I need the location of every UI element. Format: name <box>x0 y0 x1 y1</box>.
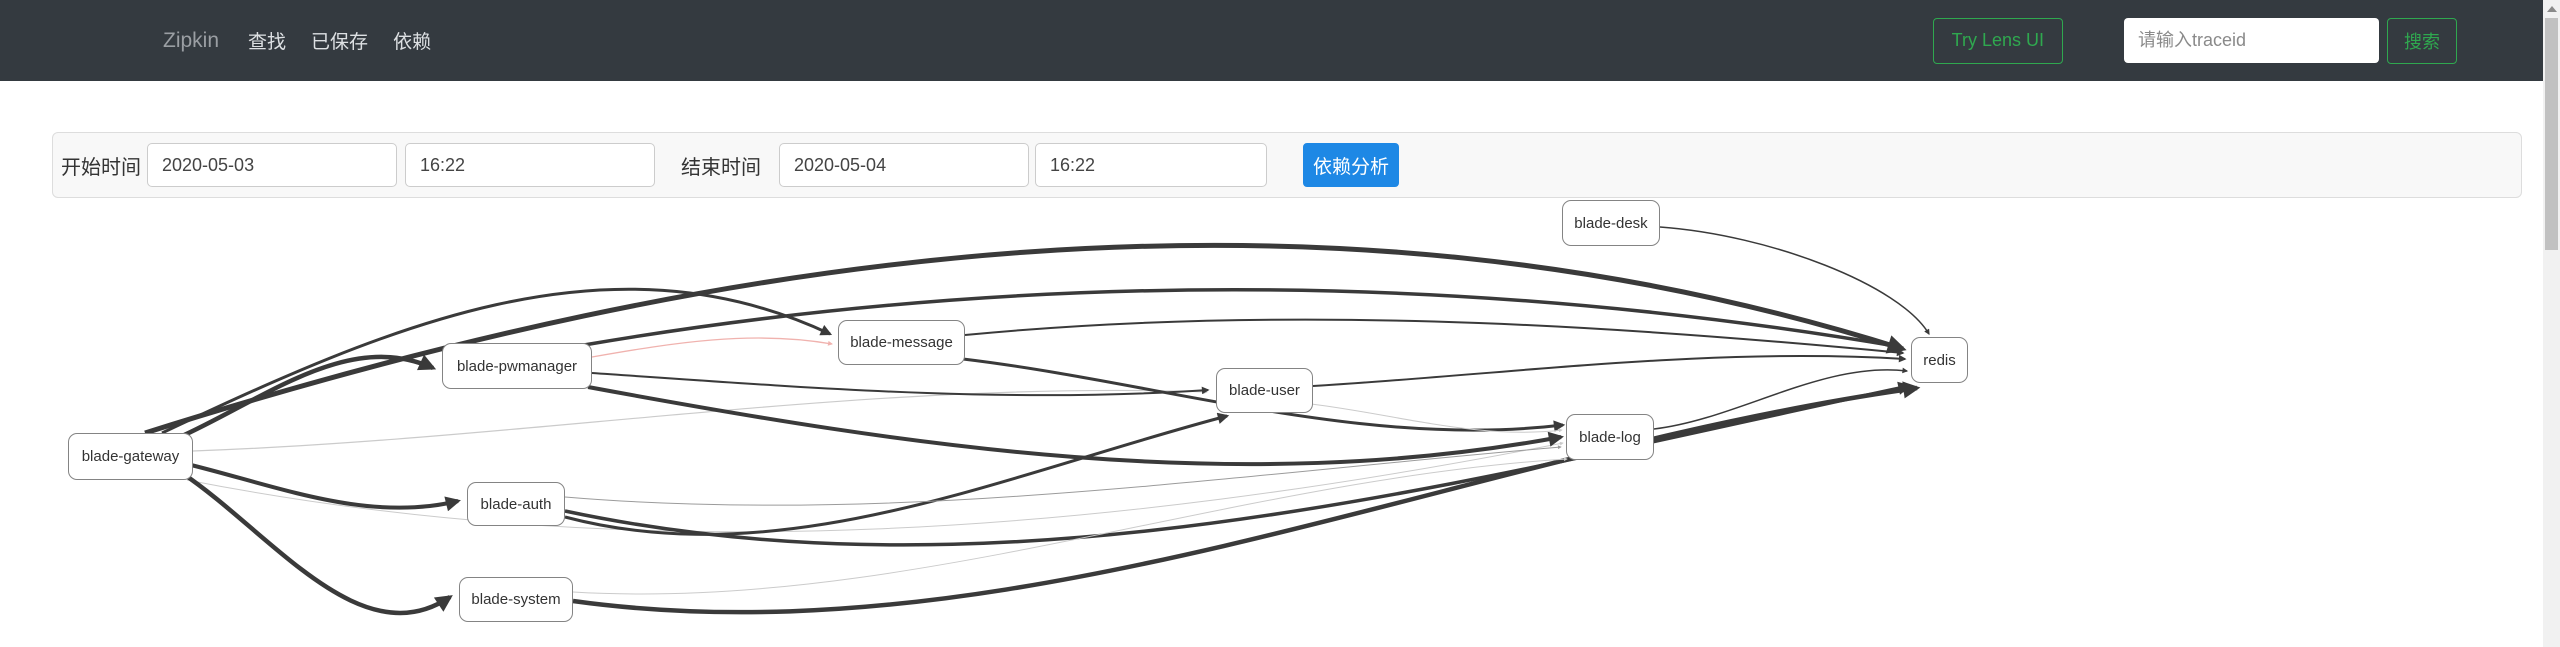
graph-edge-blade-auth-to-blade-user <box>564 412 1230 536</box>
vertical-scrollbar[interactable] <box>2543 0 2560 647</box>
nav-links: 查找 已保存 依赖 <box>248 27 431 54</box>
start-time-input[interactable] <box>405 143 655 187</box>
graph-node-blade-log[interactable]: blade-log <box>1566 414 1654 460</box>
graph-edge-blade-system-to-redis <box>572 381 1921 615</box>
graph-edge-blade-system-to-blade-log <box>572 457 1568 595</box>
graph-node-blade-pwmanager[interactable]: blade-pwmanager <box>442 343 592 389</box>
navbar-right-group: Try Lens UI 搜索 <box>1932 17 2457 64</box>
graph-node-redis[interactable]: redis <box>1911 337 1968 383</box>
graph-node-blade-message[interactable]: blade-message <box>838 320 965 365</box>
graph-edge-blade-pwmanager-to-blade-message <box>591 337 833 358</box>
scrollbar-up-button[interactable] <box>2543 0 2560 17</box>
graph-edge-blade-user-to-blade-log <box>1310 403 1563 433</box>
graph-edge-blade-gateway-to-blade-log <box>186 441 1564 533</box>
nav-link-saved[interactable]: 已保存 <box>311 32 369 53</box>
graph-node-blade-system[interactable]: blade-system <box>459 577 573 622</box>
traceid-search-input[interactable] <box>2124 18 2379 63</box>
start-time-label: 开始时间 <box>61 156 141 179</box>
dependency-analyze-button[interactable]: 依赖分析 <box>1303 143 1399 187</box>
graph-edge-blade-log-to-redis <box>1653 367 1909 430</box>
graph-edge-blade-desk-to-redis <box>1659 226 1930 335</box>
top-navbar: Zipkin 查找 已保存 依赖 Try Lens UI 搜索 <box>0 0 2543 81</box>
graph-edge-blade-gateway-to-redis <box>144 242 1907 436</box>
graph-edge-blade-auth-to-blade-log <box>564 445 1562 506</box>
search-button[interactable]: 搜索 <box>2387 17 2457 64</box>
scrollbar-thumb[interactable] <box>2545 18 2558 250</box>
graph-edge-blade-gateway-to-blade-system <box>180 471 453 616</box>
end-date-input[interactable] <box>779 143 1029 187</box>
try-lens-ui-button[interactable]: Try Lens UI <box>1932 17 2063 64</box>
graph-node-blade-auth[interactable]: blade-auth <box>467 482 565 526</box>
graph-edge-blade-gateway-to-blade-auth <box>186 462 461 512</box>
graph-edge-blade-pwmanager-to-redis <box>583 288 1904 352</box>
end-time-label: 结束时间 <box>681 156 761 179</box>
end-time-input[interactable] <box>1035 143 1267 187</box>
graph-edge-blade-gateway-to-blade-message <box>161 287 833 435</box>
zipkin-brand[interactable]: Zipkin <box>163 28 220 52</box>
graph-edge-blade-user-to-redis <box>1312 354 1907 387</box>
nav-link-dependencies[interactable]: 依赖 <box>393 32 432 53</box>
graph-edge-blade-pwmanager-to-blade-log <box>587 385 1564 467</box>
graph-edge-blade-auth-to-redis <box>564 381 1912 547</box>
graph-edge-blade-message-to-redis <box>964 318 1905 357</box>
start-date-input[interactable] <box>147 143 397 187</box>
graph-edge-blade-pwmanager-to-blade-user <box>591 372 1210 397</box>
graph-edge-blade-gateway-to-blade-user <box>192 389 1208 452</box>
scroll-up-arrow-icon <box>2546 5 2557 12</box>
time-filter-bar: 开始时间 结束时间 依赖分析 <box>52 132 2522 198</box>
graph-node-blade-user[interactable]: blade-user <box>1216 368 1313 413</box>
nav-link-find[interactable]: 查找 <box>248 32 287 53</box>
graph-node-blade-gateway[interactable]: blade-gateway <box>68 433 193 480</box>
graph-node-blade-desk[interactable]: blade-desk <box>1562 200 1660 246</box>
